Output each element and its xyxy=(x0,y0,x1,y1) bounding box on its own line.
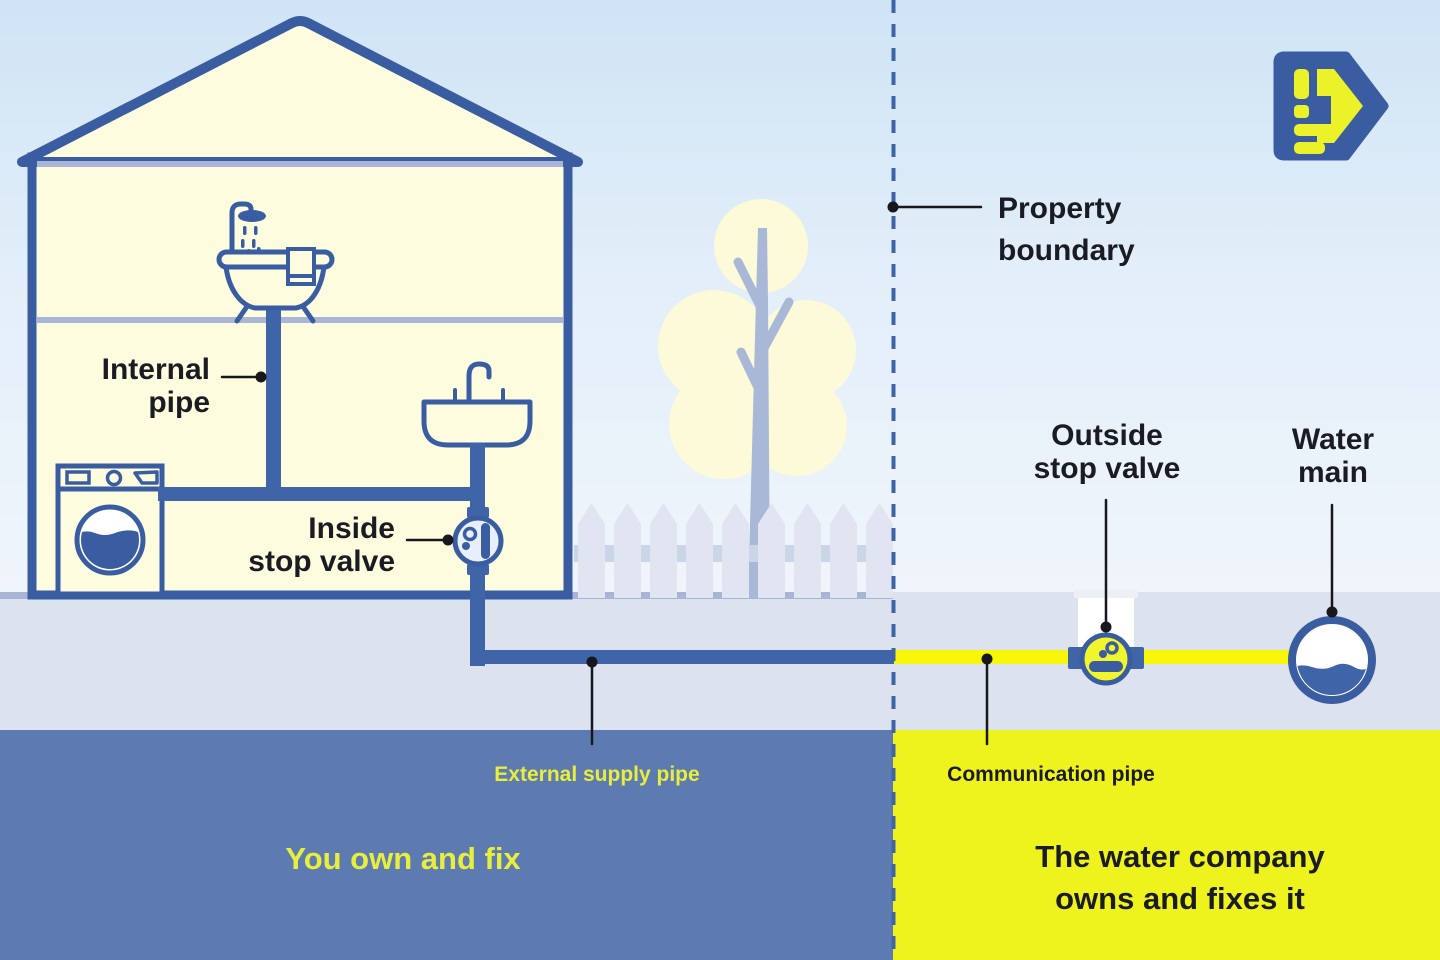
external-supply-pipe-label: External supply pipe xyxy=(494,763,700,786)
water-main-label: Water main xyxy=(1291,423,1375,489)
internal-pipe-label: Internal pipe xyxy=(101,353,210,419)
communication-pipe-label: Communication pipe xyxy=(947,763,1155,786)
property-boundary-label: Property boundary xyxy=(998,192,1135,267)
fence-icon xyxy=(574,503,893,598)
underground-company-region xyxy=(893,730,1440,960)
inside-stop-valve-icon xyxy=(452,507,504,575)
fence-picket xyxy=(830,503,857,598)
external-supply-pipe xyxy=(470,650,894,664)
fence-picket xyxy=(794,503,821,598)
fence-picket xyxy=(686,503,713,598)
sink-icon xyxy=(421,361,533,448)
outside-stop-valve-icon xyxy=(1068,632,1144,686)
fence-picket xyxy=(758,503,785,598)
bathtub-shower-icon xyxy=(216,201,335,324)
internal-pipe-horizontal xyxy=(158,487,478,501)
outside-stop-valve-label: Outside stop valve xyxy=(1033,419,1181,485)
company-region-label: The water company owns and fixes it xyxy=(1035,839,1325,916)
fence-picket xyxy=(614,503,641,598)
underground-owner-region xyxy=(0,730,893,960)
leader-dots xyxy=(255,201,1338,668)
floor-line xyxy=(37,317,563,323)
washing-machine-icon xyxy=(55,463,165,597)
tree-icon xyxy=(658,199,856,598)
inside-stop-valve-label: Inside stop valve xyxy=(248,512,395,578)
water-main-icon xyxy=(1288,616,1376,704)
fence-picket xyxy=(578,503,605,598)
ceiling-line xyxy=(37,161,563,167)
fence-picket xyxy=(866,503,893,598)
house xyxy=(17,16,583,600)
internal-pipe xyxy=(266,310,281,490)
owner-region-label: You own and fix xyxy=(285,841,521,876)
fence-picket xyxy=(722,503,749,598)
house-roof xyxy=(17,16,583,167)
leader-lines xyxy=(220,205,1334,746)
tree-trunk xyxy=(748,228,770,598)
company-logo xyxy=(1273,51,1389,161)
fence-picket xyxy=(650,503,677,598)
